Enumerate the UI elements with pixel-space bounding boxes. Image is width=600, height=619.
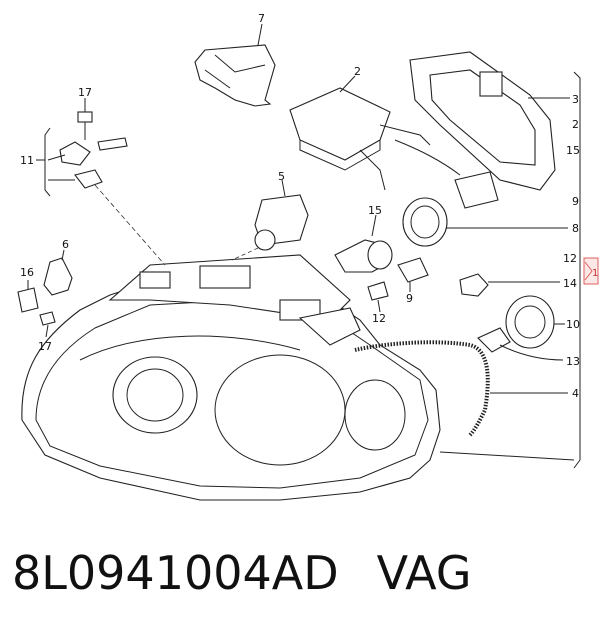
- callout-10: 10: [566, 318, 580, 331]
- callout-6: 6: [62, 238, 69, 251]
- callout-5: 5: [278, 170, 285, 183]
- callout-14: 14: [563, 277, 577, 290]
- bulb-part-13: [477, 327, 564, 361]
- callout-12-right: 12: [563, 252, 577, 265]
- callout-12: 12: [372, 312, 386, 325]
- clip-part-11: [36, 127, 103, 197]
- exploded-parts-diagram: 7 2 3 2 15 17 11 5 9 8 15 6 12 14 16 9 1…: [17, 12, 599, 501]
- callout-9: 9: [406, 292, 413, 305]
- housing-rear-frame: [108, 254, 361, 346]
- reflector-cap-part-10: [505, 295, 565, 349]
- callout-13: 13: [566, 355, 580, 368]
- motor-part-5: [231, 179, 309, 261]
- callout-4: 4: [572, 387, 579, 400]
- brand-name: VAG: [376, 546, 472, 600]
- bracket-part-7: [194, 23, 276, 107]
- cable-part-2: [394, 139, 461, 176]
- bulb-part-15: [334, 214, 393, 273]
- screw-part-17-bottom: [39, 311, 56, 338]
- leader-dashed-11: [94, 184, 166, 266]
- page-marker[interactable]: 1: [583, 257, 599, 285]
- leader-line-bottom: [439, 451, 575, 461]
- callout-2-unit: 2: [354, 65, 361, 78]
- callout-15: 15: [368, 204, 382, 217]
- bulb-part-14: [459, 273, 560, 297]
- callout-17-bottom: 17: [38, 340, 52, 353]
- connector-part-2: [454, 171, 499, 209]
- clip-part-16: [17, 280, 39, 313]
- part-number: 8L0941004AD: [12, 546, 339, 600]
- page-marker-label: 1: [592, 268, 598, 279]
- screw-part-17-top: [77, 98, 128, 151]
- callout-16: 16: [20, 266, 34, 279]
- callout-3: 3: [572, 93, 579, 106]
- bracket-part-6: [43, 249, 73, 296]
- gasket-frame-part-3: [409, 51, 570, 191]
- callout-17-top: 17: [78, 86, 92, 99]
- callout-15-right: 15: [566, 144, 580, 157]
- callout-8: 8: [572, 222, 579, 235]
- socket-part-9: [397, 257, 429, 292]
- callout-2-right: 2: [572, 118, 579, 131]
- cover-ring-part-8: [402, 197, 568, 247]
- right-group-bracket: [573, 71, 581, 469]
- callout-7: 7: [258, 12, 265, 25]
- part-caption: 8L0941004AD VAG: [12, 538, 472, 608]
- callout-11: 11: [20, 154, 34, 167]
- callout-9-right: 9: [572, 195, 579, 208]
- bulb-part-12: [367, 281, 389, 313]
- wiring-part-4: [354, 340, 568, 437]
- ballast-control-unit-part-2: [289, 75, 431, 191]
